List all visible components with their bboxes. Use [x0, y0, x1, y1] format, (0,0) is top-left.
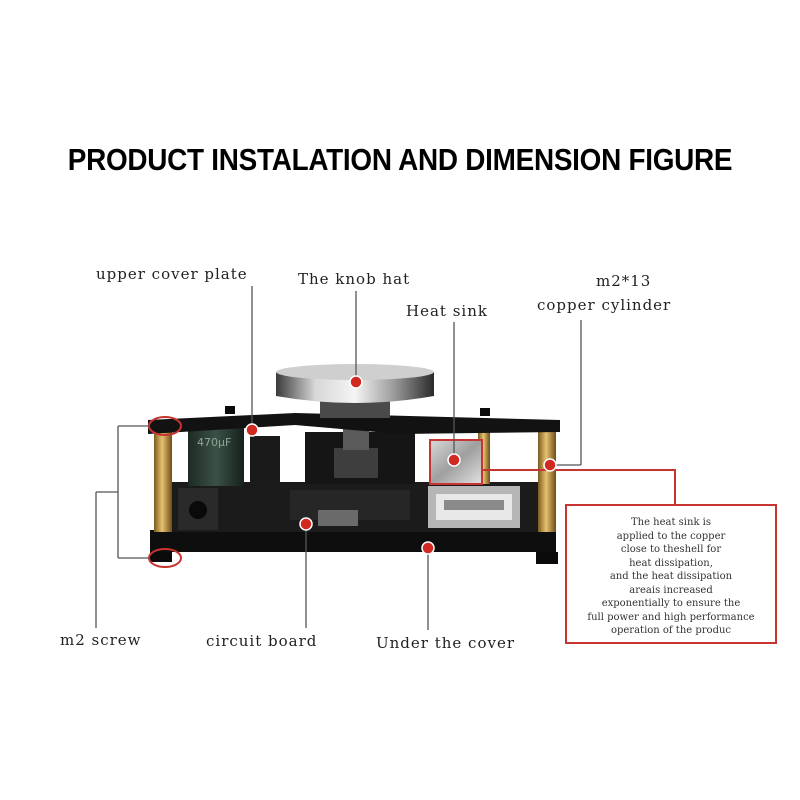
label-copper-cylinder-spec: m2*13 — [596, 272, 652, 290]
note-line: The heat sink is — [630, 517, 712, 528]
capacitor-label: 470μF — [197, 436, 231, 449]
note-line: and the heat dissipation — [609, 571, 733, 582]
bottom-plate — [150, 530, 556, 552]
page-title: PRODUCT INSTALATION AND DIMENSION FIGURE — [67, 142, 733, 177]
note-line: applied to the copper — [616, 530, 726, 542]
capacitor — [188, 428, 244, 486]
note-line: exponentially to ensure the — [601, 598, 741, 609]
copper-cylinder-left — [154, 426, 172, 532]
label-circuit-board: circuit board — [206, 632, 318, 650]
note-line: operation of the produc — [610, 625, 732, 636]
label-upper-cover-plate: upper cover plate — [96, 265, 248, 283]
under-cover-dot — [421, 541, 435, 555]
label-copper-cylinder: copper cylinder — [537, 296, 672, 314]
note-line: areais increased — [629, 584, 713, 596]
label-heat-sink: Heat sink — [406, 302, 488, 320]
note-line: heat dissipation, — [629, 557, 713, 569]
note-line: full power and high performance — [587, 611, 755, 623]
label-under-cover: Under the cover — [376, 634, 516, 652]
label-m2-screw: m2 screw — [60, 631, 142, 649]
note-line: close to theshell for — [620, 544, 722, 555]
copper-cylinder-dot — [543, 458, 557, 472]
heat-sink-note-box: The heat sink is applied to the copper c… — [565, 504, 777, 644]
copper-cylinder-right — [538, 424, 556, 532]
label-knob-hat: The knob hat — [298, 270, 411, 288]
circuit-board-dot — [299, 517, 313, 531]
upper-cover-plate-dot — [245, 423, 259, 437]
heat-sink-dot — [447, 453, 461, 467]
knob-hat-dot — [349, 375, 363, 389]
upper-cover-plate — [148, 413, 560, 434]
